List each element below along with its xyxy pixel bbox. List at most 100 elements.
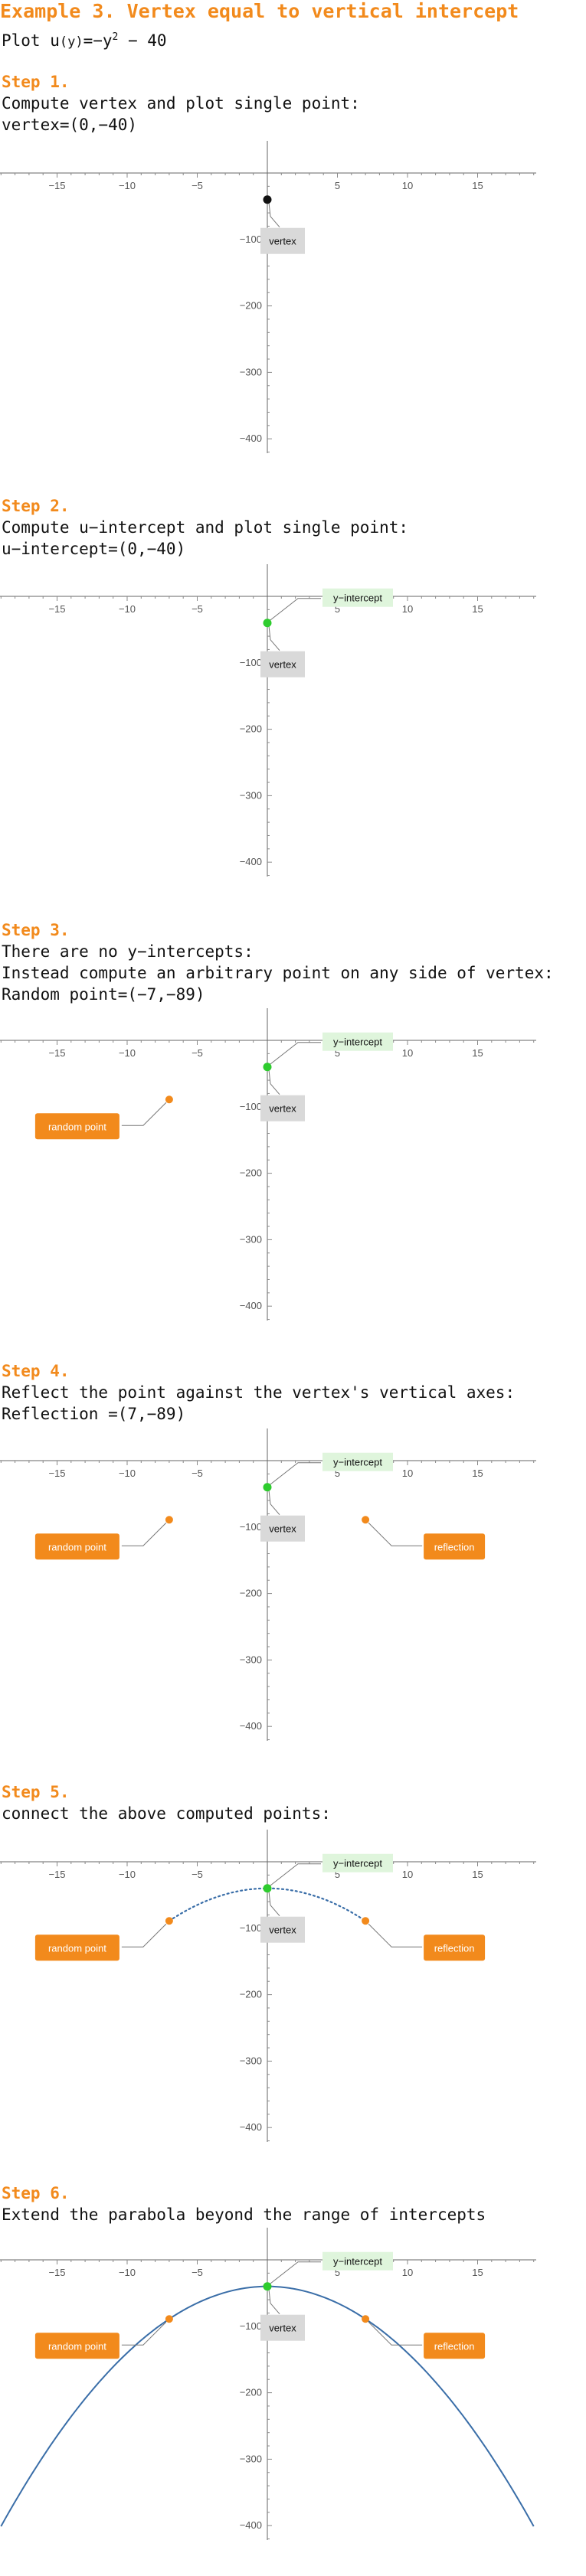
random-point-label: random point [48, 1942, 106, 1954]
vertex-label: vertex [269, 1103, 296, 1115]
step-2-line-2: u−intercept=(0,−40) [2, 540, 186, 558]
y-tick-label: −200 [240, 1989, 262, 2000]
intro-rest: − 40 [118, 31, 167, 50]
y-tick-label: −300 [240, 366, 262, 377]
reflection-leader [368, 1522, 423, 1546]
x-tick-label: 5 [335, 180, 340, 191]
vertex-leader [268, 1891, 280, 1917]
reflection-label-box [424, 1934, 486, 1961]
y-intercept-marker [263, 1063, 272, 1072]
x-tick-label: 5 [335, 1468, 340, 1479]
x-tick-label: −10 [119, 1468, 136, 1479]
x-tick-label: −5 [192, 180, 203, 191]
vertex-leader [268, 202, 280, 228]
x-tick-label: 10 [402, 1047, 413, 1059]
y-tick-label: −400 [240, 2121, 262, 2133]
step-1-label: Step 1. [2, 73, 70, 91]
reflection-leader [368, 2321, 423, 2346]
x-tick-label: 15 [472, 1047, 483, 1059]
x-tick-label: 15 [472, 180, 483, 191]
y-tick-label: −300 [240, 789, 262, 801]
y-intercept-leader [269, 598, 321, 622]
y-tick-label: −200 [240, 2387, 262, 2398]
x-tick-label: −15 [48, 1468, 65, 1479]
x-tick-label: −15 [48, 1047, 65, 1059]
x-tick-label: −5 [192, 1468, 203, 1479]
reflection-label: reflection [434, 1942, 475, 1954]
step-5-line-1: connect the above computed points: [2, 1804, 331, 1823]
y-tick-label: −400 [240, 433, 262, 444]
random-point-label-box [34, 1113, 119, 1140]
random-point-label: random point [48, 1541, 106, 1552]
x-tick-label: 15 [472, 1468, 483, 1479]
intro-eq: =−y [83, 31, 113, 50]
random-point-leader [121, 1102, 167, 1126]
x-tick-label: 10 [402, 1468, 413, 1479]
x-tick-label: −15 [48, 180, 65, 191]
y-intercept-label: y−intercept [333, 1457, 382, 1468]
reflection-marker [362, 1917, 370, 1925]
step-3-label: Step 3. [2, 921, 70, 939]
y-tick-label: −300 [240, 1654, 262, 1665]
x-tick-label: −15 [48, 2267, 65, 2278]
y-tick-label: −200 [240, 723, 262, 735]
y-intercept-marker [263, 2282, 272, 2291]
x-tick-label: 10 [402, 603, 413, 615]
y-tick-label: −400 [240, 2519, 262, 2531]
intro-prefix: Plot u [2, 31, 60, 50]
random-point-label-box [34, 2333, 119, 2359]
step-2-line-1: Compute u−intercept and plot single poin… [2, 518, 409, 537]
random-point-label: random point [48, 1121, 106, 1132]
y-intercept-label-box [322, 2251, 393, 2271]
x-tick-label: −10 [119, 603, 136, 615]
x-tick-label: 10 [402, 2267, 413, 2278]
step-1-line-2: vertex=(0,−40) [2, 116, 138, 134]
y-intercept-label: y−intercept [333, 1858, 382, 1869]
y-tick-label: −100 [240, 1521, 262, 1533]
x-tick-label: −5 [192, 603, 203, 615]
y-tick-label: −100 [240, 1101, 262, 1112]
x-tick-label: −5 [192, 1869, 203, 1880]
random-point-marker [165, 2315, 173, 2323]
x-tick-label: 5 [335, 1047, 340, 1059]
x-tick-label: −10 [119, 1047, 136, 1059]
y-tick-label: −200 [240, 1167, 262, 1179]
step-3-line-2: Instead compute an arbitrary point on an… [2, 964, 554, 982]
page-title: Example 3. Vertex equal to vertical inte… [0, 0, 519, 22]
y-intercept-label-box [322, 588, 393, 607]
reflection-label: reflection [434, 2340, 475, 2352]
y-tick-label: −100 [240, 1922, 262, 1934]
intro-exponent: 2 [112, 31, 119, 43]
random-point-leader [121, 1522, 167, 1546]
vertex-leader [268, 1490, 280, 1516]
x-tick-label: 15 [472, 2267, 483, 2278]
reflection-leader [368, 1923, 423, 1948]
y-intercept-leader [269, 1042, 321, 1066]
vertex-leader [268, 1069, 280, 1095]
y-tick-label: −200 [240, 300, 262, 312]
reflection-marker [362, 2315, 370, 2323]
x-tick-label: −5 [192, 1047, 203, 1059]
random-point-leader [121, 2321, 167, 2346]
y-intercept-leader [269, 2261, 321, 2285]
step-4-line-1: Reflect the point against the vertex's v… [2, 1383, 516, 1402]
vertex-label-box [260, 1916, 305, 1943]
x-tick-label: 10 [402, 1869, 413, 1880]
y-tick-label: −400 [240, 856, 262, 867]
reflection-label: reflection [434, 1541, 475, 1552]
y-intercept-label: y−intercept [333, 593, 382, 604]
step-5-label: Step 5. [2, 1783, 70, 1801]
y-intercept-marker [263, 1884, 272, 1893]
vertex-leader [268, 625, 280, 651]
x-tick-label: −15 [48, 603, 65, 615]
step-4-line-2: Reflection =(7,−89) [2, 1405, 186, 1423]
random-point-leader [121, 1923, 167, 1948]
y-intercept-label: y−intercept [333, 2256, 382, 2267]
random-point-marker [165, 1516, 173, 1524]
x-tick-label: −10 [119, 180, 136, 191]
y-tick-label: −300 [240, 2055, 262, 2066]
